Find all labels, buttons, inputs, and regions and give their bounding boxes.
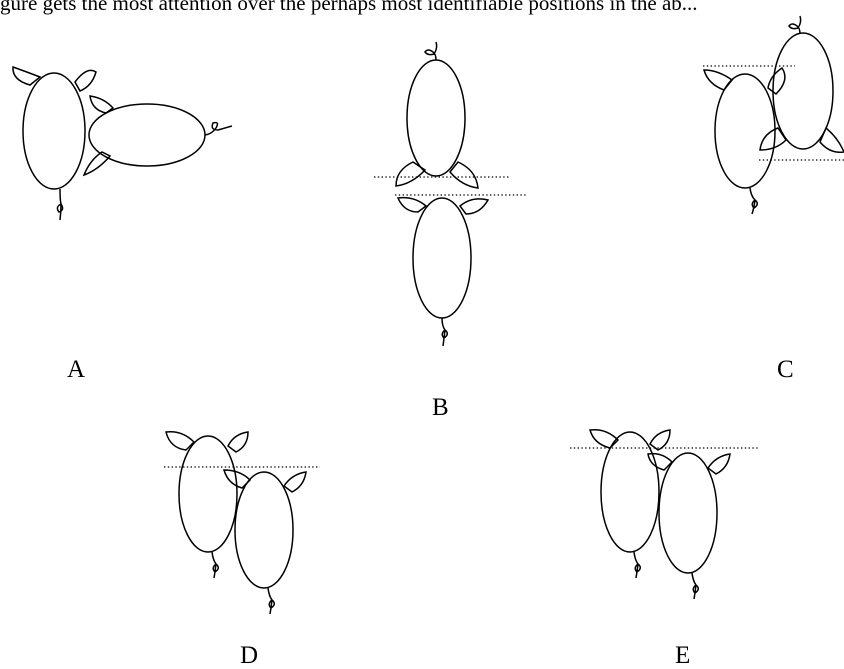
option-label-d: D — [240, 643, 258, 668]
figure-a-leaf-upper — [90, 96, 113, 113]
figure-e-left-body — [601, 432, 659, 552]
figure-d — [164, 432, 320, 614]
figure-c-bottom-tendril — [750, 188, 757, 214]
figure-a — [13, 67, 232, 220]
figure-b-leaf-bottom-right — [460, 199, 488, 214]
figure-e — [570, 430, 760, 599]
figure-d-left-leaf-right — [228, 432, 248, 452]
figure-b-leaf-bottom-left — [398, 198, 426, 212]
figure-b-top-body — [407, 60, 465, 176]
figure-c-lower-leaf-right — [768, 68, 785, 94]
figure-c — [703, 16, 844, 214]
figure-d-left-tendril — [212, 552, 218, 578]
figure-e-left-tendril — [634, 552, 640, 578]
figure-d-left-body — [179, 436, 237, 552]
option-label-b: B — [432, 395, 449, 420]
option-label-c: C — [777, 357, 794, 382]
figure-b — [374, 42, 528, 346]
figure-a-tail-tendril — [57, 189, 62, 220]
figure-a-leaf-lower — [84, 152, 110, 175]
figure-d-right-leaf-right — [284, 472, 306, 492]
figure-a-leaf-top-right — [75, 70, 96, 91]
figure-e-right-leaf-right — [708, 454, 730, 474]
figure-d-right-tendril — [268, 588, 274, 614]
figure-b-top-tendril — [425, 42, 437, 60]
figure-a-vertical-body — [23, 73, 85, 189]
figure-d-left-leaf-left — [166, 432, 194, 450]
figure-e-right-body — [659, 453, 717, 573]
figure-b-bottom-tendril — [442, 318, 447, 346]
figure-c-top-tendril — [789, 16, 801, 34]
figure-e-left-leaf-left — [590, 430, 618, 448]
option-label-e: E — [675, 643, 690, 668]
figure-d-right-body — [235, 472, 293, 588]
figure-b-leaf-top-right — [450, 162, 478, 188]
figure-c-lower-leaf-left — [704, 70, 732, 90]
option-label-a: A — [67, 357, 85, 382]
figure-b-bottom-body — [413, 198, 471, 318]
figure-c-lower-body — [715, 74, 775, 188]
figure-e-left-leaf-right — [650, 430, 670, 450]
figure-b-leaf-top-left — [396, 162, 425, 186]
figure-e-right-tendril — [692, 573, 698, 599]
figure-a-side-tendril — [205, 123, 232, 135]
figure-a-leaf-top-left — [13, 67, 40, 85]
